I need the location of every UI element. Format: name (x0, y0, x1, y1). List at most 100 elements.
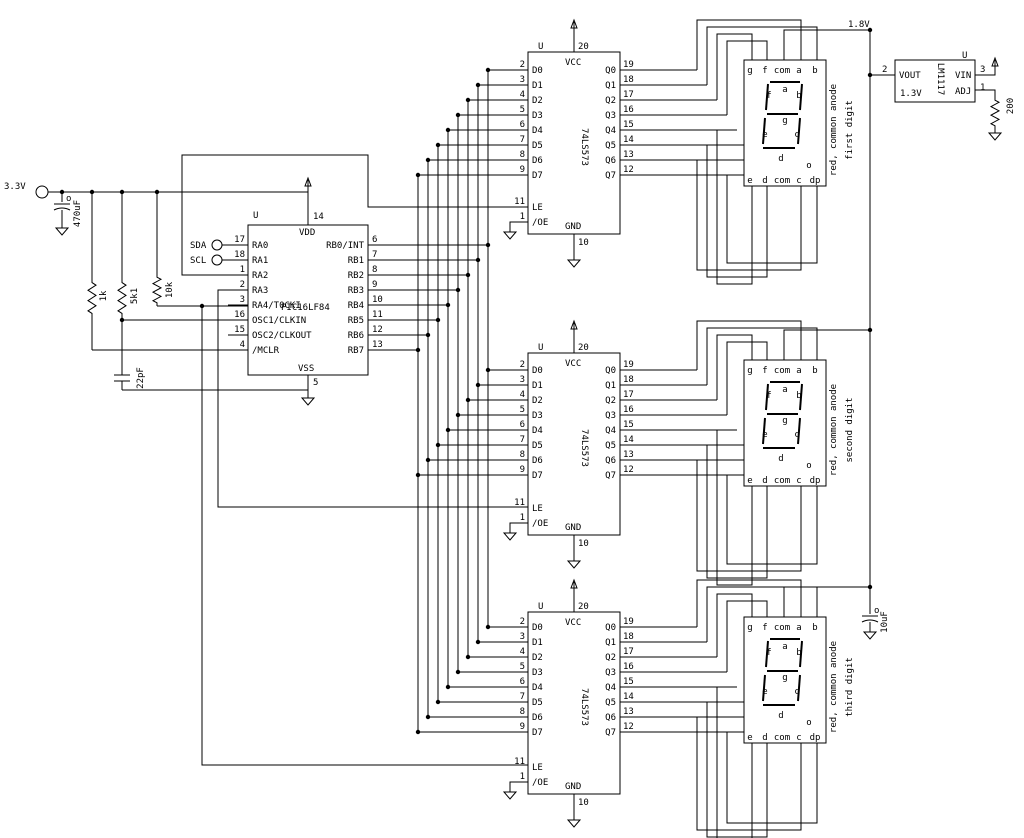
ground-symbol (566, 259, 582, 268)
latch-output-name: Q4 (605, 683, 616, 693)
latch-body (527, 611, 621, 795)
display-bottom-pin-label: dp (810, 476, 821, 486)
display-bottom-pin-label: d (762, 733, 767, 743)
junction-dot (455, 287, 461, 293)
latch-output-pin-number: 14 (623, 692, 634, 702)
latch-input-name: D4 (532, 683, 543, 693)
latch-output-pin-number: 13 (623, 707, 634, 717)
segment-label: d (778, 154, 783, 164)
latch-output-pin-number: 12 (623, 165, 634, 175)
latch-input-pin-number: 8 (520, 450, 525, 460)
adj-resistor-value: 200 (1006, 98, 1016, 114)
junction-dot (415, 472, 421, 478)
segment-label: a (782, 85, 787, 95)
latch-output-pin-number: 12 (623, 465, 634, 475)
latch-input-name: D7 (532, 728, 543, 738)
supply-voltage-label: 3.3V (4, 182, 26, 192)
latch-part-name: 74LS573 (579, 128, 589, 166)
decimal-point-label: o (806, 161, 811, 171)
junction-dot (435, 142, 441, 148)
latch-output-name: Q6 (605, 156, 616, 166)
mcu-left-pin-number: 3 (240, 295, 245, 305)
latch-input-pin-number: 2 (520, 60, 525, 70)
latch-input-pin-number: 4 (520, 647, 525, 657)
latch-output-pin-number: 13 (623, 150, 634, 160)
junction-dot (445, 127, 451, 133)
latch-oe-pin-number: 1 (520, 772, 525, 782)
junction-dot (485, 242, 491, 248)
latch-part-name: 74LS573 (579, 688, 589, 726)
latch-input-pin-number: 3 (520, 75, 525, 85)
latch-output-name: Q2 (605, 396, 616, 406)
mcu-right-pin-name: RB4 (348, 301, 364, 311)
junction-dot (455, 412, 461, 418)
display-bottom-loop-wire (706, 145, 768, 278)
latch-gnd-label: GND (565, 523, 581, 533)
latch-vcc-label: VCC (565, 58, 581, 68)
sda-label: SDA (190, 241, 207, 251)
latch-input-name: D7 (532, 471, 543, 481)
latch-output-name: Q3 (605, 668, 616, 678)
latch-output-name: Q5 (605, 698, 616, 708)
junction-dot (435, 442, 441, 448)
mclr-resistor-value: 1k (99, 290, 109, 301)
segment-label: c (794, 687, 799, 697)
mcu-left-pin-name: RA2 (252, 271, 268, 281)
latch-input-pin-number: 5 (520, 405, 525, 415)
regulator-adj-label: ADJ (955, 87, 971, 97)
segment-b (799, 83, 803, 111)
osc-resistor-value: 5k1 (130, 288, 140, 304)
junction-dot (475, 82, 481, 88)
segment-b (799, 383, 803, 411)
latch-output-pin-number: 14 (623, 135, 634, 145)
mcu-right-pin-name: RB2 (348, 271, 364, 281)
latch-output-name: Q1 (605, 638, 616, 648)
ground-symbol (502, 532, 518, 541)
ground-symbol (566, 819, 582, 828)
junction-dot (465, 654, 471, 660)
latch-input-pin-number: 8 (520, 707, 525, 717)
segment-label: e (762, 130, 767, 140)
display-bottom-pin-label: e (747, 733, 752, 743)
mcu-left-pin-number: 16 (234, 310, 245, 320)
latch-output-pin-number: 17 (623, 90, 634, 100)
mcu-left-pin-name: RA1 (252, 256, 268, 266)
mcu-ref: U (253, 211, 258, 221)
segment-label: a (782, 385, 787, 395)
bulk-capacitor-value: 470uF (73, 200, 83, 227)
schematic-components (35, 18, 1003, 828)
latch-le-pin-number: 11 (514, 197, 525, 207)
segment-e (762, 674, 766, 702)
display-bottom-loop-wire (696, 460, 802, 572)
latch3-le-wire (201, 305, 528, 766)
latch-input-pin-number: 5 (520, 662, 525, 672)
latch-ref: U (538, 42, 543, 52)
latch-output-pin-number: 12 (623, 722, 634, 732)
display-top-loop-wire (696, 579, 802, 627)
latch-gnd-pin-number: 10 (578, 798, 589, 808)
ground-symbol (502, 231, 518, 240)
segment-label: b (796, 648, 801, 658)
mcu-vdd-pin-number: 14 (313, 212, 324, 222)
display-bottom-pin-label: dp (810, 176, 821, 186)
polarity-mark: o (66, 194, 71, 204)
junction-dot (425, 714, 431, 720)
display-top-loop-wire (706, 586, 818, 642)
display-bottom-pin-label: com (774, 176, 790, 186)
display-top-loop-wire (696, 19, 802, 70)
latch-oe-pin-number: 1 (520, 212, 525, 222)
latch1-le-wire (181, 154, 528, 276)
latch-output-name: Q3 (605, 111, 616, 121)
mcu-right-pin-number: 6 (372, 235, 377, 245)
latch-output-pin-number: 16 (623, 105, 634, 115)
display-bottom-pin-label: d (762, 176, 767, 186)
segment-label: c (794, 130, 799, 140)
mcu-right-pin-name: RB3 (348, 286, 364, 296)
mcu-right-pin-name: RB0/INT (326, 241, 365, 251)
latch-input-pin-number: 7 (520, 435, 525, 445)
latch-input-pin-number: 9 (520, 465, 525, 475)
mcu-left-pin-number: 15 (234, 325, 245, 335)
latch-input-name: D6 (532, 456, 543, 466)
mcu-left-pin-name: /MCLR (252, 346, 280, 356)
display-bottom-loop-wire (696, 717, 802, 831)
